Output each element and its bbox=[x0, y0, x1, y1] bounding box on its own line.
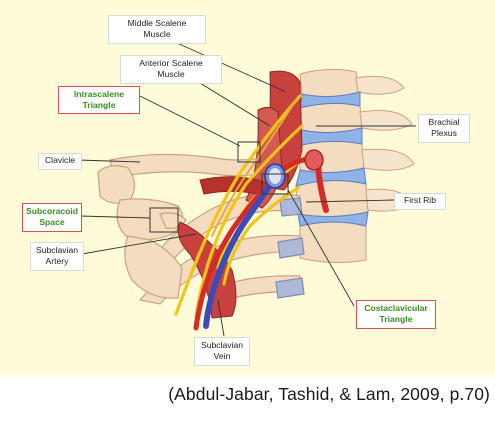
label-first-rib-text: First Rib bbox=[404, 195, 436, 205]
label-middle-scalene-line1: Middle Scalene bbox=[127, 18, 187, 28]
label-subcoracoid-line2: Space bbox=[39, 216, 65, 227]
subcoracoid-region bbox=[149, 207, 179, 233]
subclavian-vein bbox=[203, 173, 279, 329]
label-middle-scalene-muscle: Middle Scalene Muscle bbox=[108, 15, 206, 44]
muscles bbox=[177, 70, 303, 319]
label-anterior-scalene-line1: Anterior Scalene bbox=[139, 58, 203, 68]
label-subclavian-vein-line2: Vein bbox=[213, 350, 231, 361]
vein-cross-section bbox=[264, 149, 324, 189]
label-clavicle-text: Clavicle bbox=[44, 155, 76, 165]
label-anterior-scalene-line2: Muscle bbox=[157, 68, 185, 79]
label-costoclavicular-line2: Triangle bbox=[379, 313, 413, 324]
anatomy-illustration bbox=[77, 33, 416, 337]
intrascalene-region bbox=[237, 141, 261, 163]
label-subclavian-artery: Subclavian Artery bbox=[30, 242, 84, 271]
costoclavicular-region bbox=[261, 173, 289, 195]
label-subclavian-artery-line2: Artery bbox=[45, 255, 69, 266]
label-brachial-plexus: Brachial Plexus bbox=[418, 114, 470, 143]
label-subcoracoid-line1: Subcoracoid bbox=[25, 206, 79, 216]
label-subcoracoid-space: Subcoracoid Space bbox=[22, 203, 82, 232]
label-first-rib: First Rib bbox=[394, 193, 446, 210]
label-clavicle: Clavicle bbox=[38, 153, 82, 170]
label-costoclavicular-triangle: Costaclavicular Triangle bbox=[356, 300, 436, 329]
label-costoclavicular-line1: Costaclavicular bbox=[364, 303, 428, 313]
label-intrascalene-line2: Triangle bbox=[82, 99, 116, 110]
label-intrascalene-line1: Intrascalene bbox=[73, 89, 125, 99]
clavicle-shoulder bbox=[97, 151, 289, 299]
label-intrascalene-triangle: Intrascalene Triangle bbox=[58, 86, 140, 114]
label-subclavian-artery-line1: Subclavian bbox=[35, 245, 79, 255]
label-subclavian-vein-line1: Subclavian bbox=[200, 340, 244, 350]
label-subclavian-vein: Subclavian Vein bbox=[194, 337, 250, 366]
label-brachial-plexus-line1: Brachial bbox=[428, 117, 460, 127]
label-anterior-scalene-muscle: Anterior Scalene Muscle bbox=[120, 55, 222, 84]
label-brachial-plexus-line2: Plexus bbox=[431, 127, 457, 138]
citation-text: (Abdul-Jabar, Tashid, & Lam, 2009, p.70) bbox=[168, 384, 490, 404]
label-middle-scalene-line2: Muscle bbox=[143, 28, 171, 39]
